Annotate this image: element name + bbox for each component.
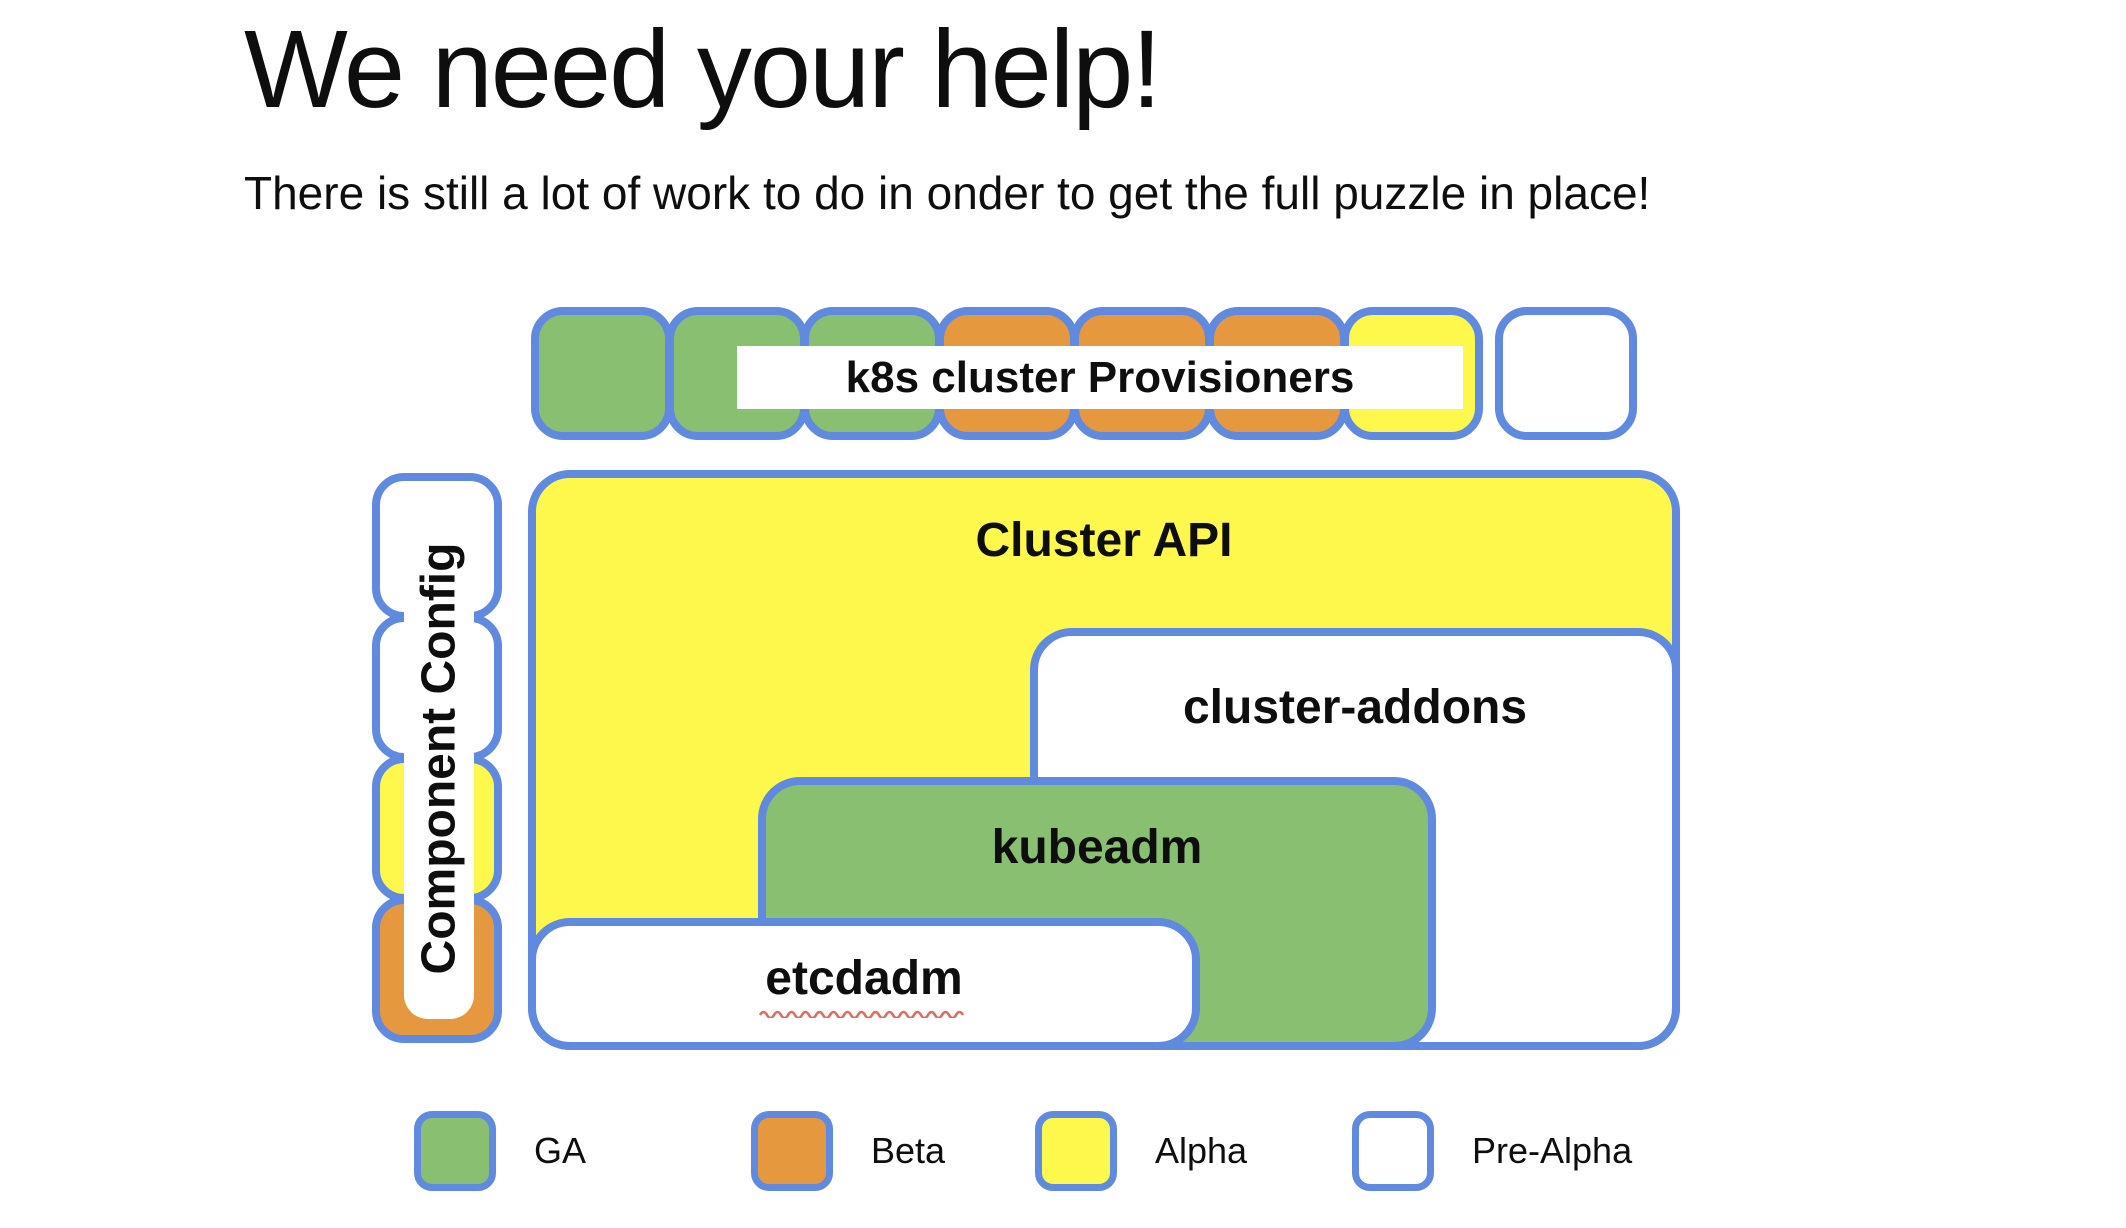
legend-item-alpha: Alpha	[1035, 1111, 1247, 1191]
component-config-label-text: Component Config	[412, 542, 466, 974]
spellcheck-squiggle-underline	[758, 1010, 965, 1018]
provisioner-square-ga	[531, 307, 673, 440]
legend-item-ga: GA	[414, 1111, 586, 1191]
legend-swatch-pre-alpha	[1352, 1111, 1434, 1191]
provisioners-label: k8s cluster Provisioners	[737, 346, 1463, 409]
legend-swatch-alpha	[1035, 1111, 1117, 1191]
legend-label: Pre-Alpha	[1472, 1130, 1633, 1171]
legend-item-pre-alpha: Pre-Alpha	[1352, 1111, 1632, 1191]
legend-label: Beta	[871, 1130, 946, 1171]
legend-label: Alpha	[1155, 1130, 1248, 1171]
cluster-addons-label: cluster-addons	[1182, 681, 1528, 734]
kubeadm-label: kubeadm	[991, 821, 1203, 874]
component-config-label: Component Config	[404, 497, 474, 1019]
cluster-api-label: Cluster API	[975, 514, 1233, 567]
status-legend: GA Beta Alpha Pre-Alpha	[0, 1111, 2126, 1201]
provisioner-square-pre-alpha	[1495, 307, 1637, 440]
legend-item-beta: Beta	[751, 1111, 945, 1191]
legend-swatch-ga	[414, 1111, 496, 1191]
legend-label: GA	[534, 1130, 587, 1171]
slide-subtitle: There is still a lot of work to do in on…	[244, 167, 1651, 219]
provisioners-label-text: k8s cluster Provisioners	[845, 352, 1355, 402]
legend-swatch-beta	[751, 1111, 833, 1191]
slide-title: We need your help!	[244, 8, 1162, 131]
etcdadm-label: etcdadm	[765, 951, 963, 1005]
etcdadm-box: etcdadm	[528, 918, 1200, 1050]
